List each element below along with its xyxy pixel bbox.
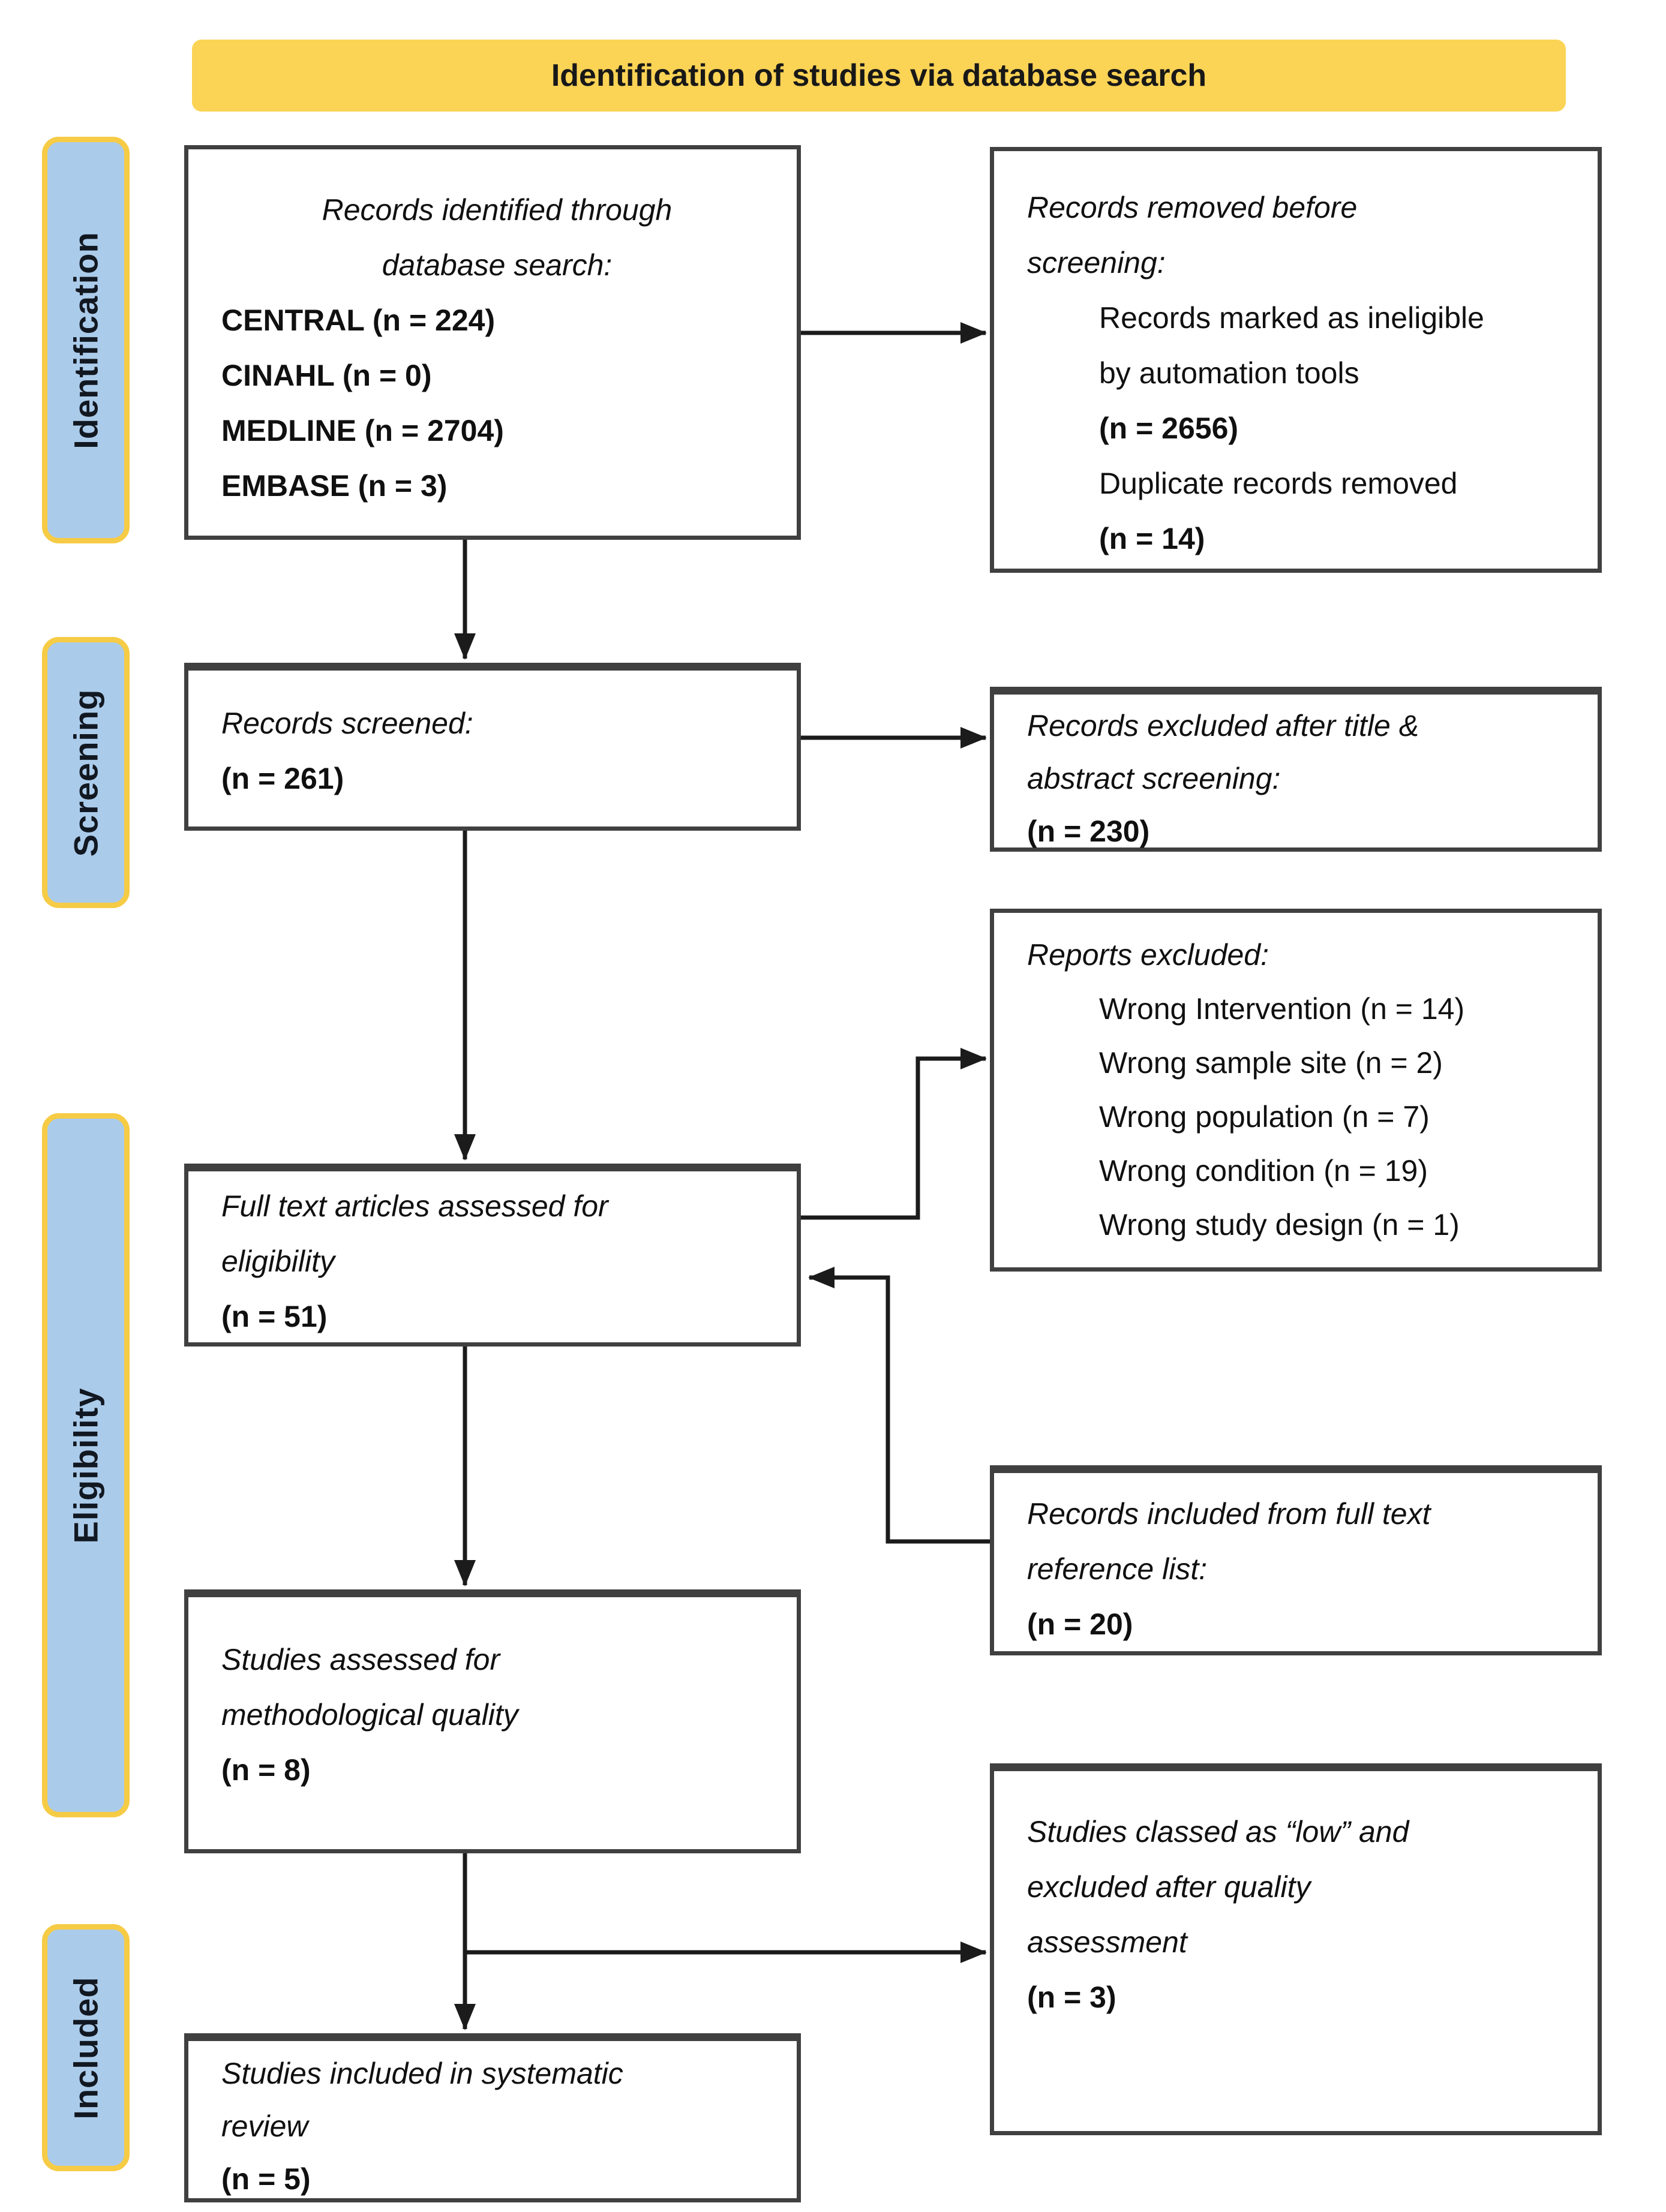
- box-text-line: Records removed before: [1027, 191, 1358, 224]
- arrow-referencelist-to-fulltext: [808, 1267, 990, 1544]
- stage-label-included: Included: [42, 1924, 130, 2171]
- stage-label-text: Identification: [67, 231, 105, 449]
- box-text-line: excluded after quality: [1027, 1870, 1311, 1904]
- box-records-identified: Records identified through database sear…: [184, 145, 801, 540]
- box-text-line: Wrong study design (n = 1): [1099, 1208, 1460, 1242]
- box-quality-assessed: Studies assessed for methodological qual…: [184, 1589, 801, 1853]
- arrow-fulltext-to-reports-excluded: [801, 1048, 987, 1220]
- box-count: (n = 20): [1027, 1607, 1133, 1641]
- box-text-line: Records included from full text: [1027, 1497, 1431, 1531]
- box-count: (n = 14): [1099, 522, 1205, 555]
- box-text-line: abstract screening:: [1027, 762, 1281, 795]
- box-count: (n = 51): [221, 1300, 328, 1333]
- box-text-line: by automation tools: [1099, 356, 1359, 390]
- box-text-line: Studies classed as “low” and: [1027, 1815, 1409, 1849]
- box-text-line: MEDLINE (n = 2704): [221, 414, 504, 447]
- stage-label-screening: Screening: [42, 637, 130, 908]
- box-reference-list-included: Records included from full text referenc…: [990, 1465, 1602, 1655]
- box-text-line: methodological quality: [221, 1698, 518, 1732]
- box-text-line: Studies assessed for: [221, 1643, 500, 1676]
- box-text-line: Wrong population (n = 7): [1099, 1100, 1430, 1134]
- box-included-review: Studies included in systematic review (n…: [184, 2033, 801, 2202]
- box-count: (n = 3): [1027, 1980, 1116, 2014]
- stage-label-text: Eligibility: [67, 1387, 105, 1543]
- box-count: (n = 261): [221, 762, 344, 795]
- box-records-removed: Records removed before screening: Record…: [990, 147, 1602, 573]
- box-low-quality-excluded: Studies classed as “low” and excluded af…: [990, 1763, 1602, 2135]
- box-text-line: Duplicate records removed: [1099, 467, 1458, 500]
- box-text-line: Records excluded after title &: [1027, 709, 1419, 743]
- box-count: (n = 230): [1027, 815, 1150, 848]
- banner-title: Identification of studies via database s…: [192, 40, 1566, 112]
- stage-label-identification: Identification: [42, 137, 130, 543]
- box-full-text-assessed: Full text articles assessed for eligibil…: [184, 1164, 801, 1347]
- box-text-line: Wrong sample site (n = 2): [1099, 1046, 1443, 1080]
- box-text-line: eligibility: [221, 1245, 335, 1278]
- box-count: (n = 8): [221, 1753, 311, 1787]
- box-text-line: Full text articles assessed for: [221, 1189, 608, 1223]
- box-text-line: Records screened:: [221, 707, 473, 740]
- box-records-screened: Records screened: (n = 261): [184, 663, 801, 831]
- box-text-line: Records identified through: [322, 193, 673, 227]
- box-text-line: CINAHL (n = 0): [221, 359, 432, 392]
- box-count: (n = 2656): [1099, 411, 1239, 445]
- box-text-line: Studies included in systematic: [221, 2057, 623, 2090]
- box-text-line: assessment: [1027, 1925, 1187, 1959]
- stage-label-text: Screening: [67, 689, 105, 856]
- box-text-line: EMBASE (n = 3): [221, 469, 448, 503]
- box-count: (n = 5): [221, 2162, 311, 2196]
- stage-label-text: Included: [67, 1976, 105, 2120]
- box-text-line: Records marked as ineligible: [1099, 301, 1484, 335]
- box-text-line: screening:: [1027, 246, 1166, 279]
- box-text-line: reference list:: [1027, 1552, 1208, 1586]
- box-text-line: Wrong condition (n = 19): [1099, 1154, 1428, 1188]
- box-text-line: review: [221, 2109, 308, 2143]
- box-text-line: Wrong Intervention (n = 14): [1099, 992, 1465, 1026]
- stage-label-eligibility: Eligibility: [42, 1113, 130, 1817]
- box-reports-excluded: Reports excluded: Wrong Intervention (n …: [990, 909, 1602, 1272]
- box-text-line: CENTRAL (n = 224): [221, 303, 496, 337]
- box-text-line: Reports excluded:: [1027, 938, 1269, 972]
- box-excluded-title-abstract: Records excluded after title & abstract …: [990, 687, 1602, 852]
- box-text-line: database search:: [382, 248, 613, 282]
